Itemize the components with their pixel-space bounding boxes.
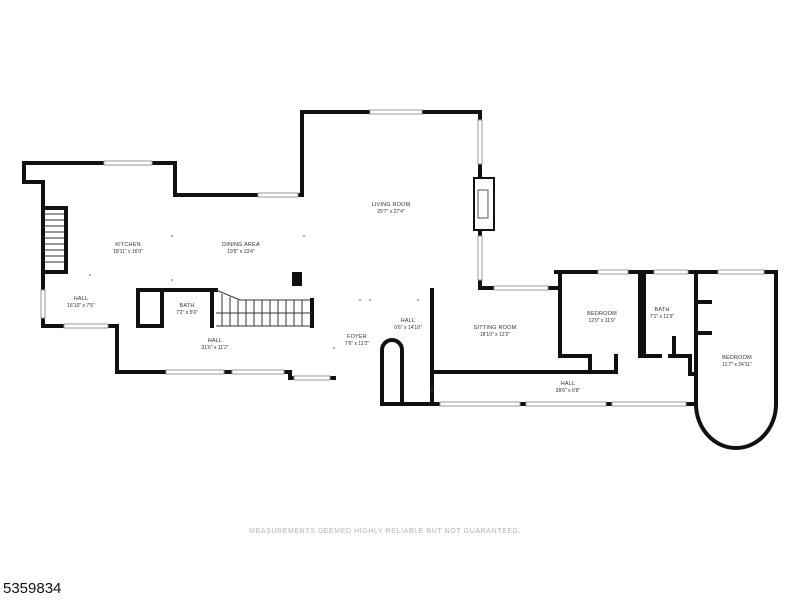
room-name: FOYER [347, 334, 367, 340]
room-dimensions: 18'10" x 12'2" [480, 332, 510, 338]
interior-walls [41, 206, 712, 406]
room-hall-east: HALL 38'6" x 6'8" [556, 381, 581, 394]
stair-kitchen [44, 213, 65, 263]
room-bath-2: BATH 7'1" x 11'9" [650, 307, 674, 320]
listing-id: 5359834 [3, 580, 62, 597]
room-dimensions: 25'7" x 27'4" [377, 209, 405, 215]
fireplace [473, 177, 495, 231]
room-name: BATH [654, 307, 669, 313]
room-kitchen: KITCHEN 18'11" x 16'0" [113, 242, 143, 255]
windows [40, 109, 765, 407]
room-name: KITCHEN [115, 242, 141, 248]
room-name: SITTING ROOM [474, 325, 517, 331]
room-dimensions: 6'6" x 14'10" [394, 325, 422, 331]
room-name: LIVING ROOM [372, 202, 411, 208]
room-dimensions: 31'6" x 11'2" [201, 345, 228, 351]
column [292, 272, 302, 286]
room-name: HALL [561, 381, 576, 387]
room-name: BEDROOM [722, 355, 752, 361]
room-bath-1: BATH 7'2" x 5'6" [176, 303, 198, 316]
bedroom-bay-wall [693, 401, 779, 450]
room-dining-area: DINING AREA 19'8" x 13'4" [222, 242, 260, 255]
room-dimensions: 18'11" x 16'0" [113, 249, 143, 255]
room-labels: KITCHEN 18'11" x 16'0" DINING AREA 19'8"… [67, 202, 752, 394]
room-name: BEDROOM [587, 311, 617, 317]
room-bedroom-1: BEDROOM 12'0" x 11'9" [587, 311, 617, 324]
room-hall-center: HALL 6'6" x 14'10" [394, 318, 422, 331]
room-dimensions: 7'2" x 5'6" [176, 310, 198, 316]
room-foyer: FOYER 7'6" x 11'2" [345, 334, 369, 347]
room-name: DINING AREA [222, 242, 260, 248]
room-hall-south: HALL 31'6" x 11'2" [201, 338, 228, 351]
room-hall-west: HALL 16'10" x 7'5" [67, 296, 95, 309]
fixture-dots [89, 235, 433, 391]
room-dimensions: 16'10" x 7'5" [67, 303, 95, 309]
room-dimensions: 7'1" x 11'9" [650, 314, 674, 320]
room-name: HALL [401, 318, 416, 324]
room-sitting-room: SITTING ROOM 18'10" x 12'2" [474, 325, 517, 338]
room-name: HALL [74, 296, 89, 302]
room-dimensions: 38'6" x 6'8" [556, 388, 581, 394]
room-dimensions: 19'8" x 13'4" [227, 249, 255, 255]
room-dimensions: 12'0" x 11'9" [588, 318, 615, 324]
room-bedroom-2: BEDROOM 11'7" x 24'11" [722, 355, 752, 368]
disclaimer-text: MEASUREMENTS DEEMED HIGHLY RELIABLE BUT … [249, 528, 521, 535]
room-dimensions: 11'7" x 24'11" [722, 362, 752, 368]
room-dimensions: 7'6" x 11'2" [345, 341, 369, 347]
room-name: HALL [208, 338, 223, 344]
room-living-room: LIVING ROOM 25'7" x 27'4" [372, 202, 411, 215]
room-name: BATH [179, 303, 194, 309]
stair-main [216, 294, 312, 326]
